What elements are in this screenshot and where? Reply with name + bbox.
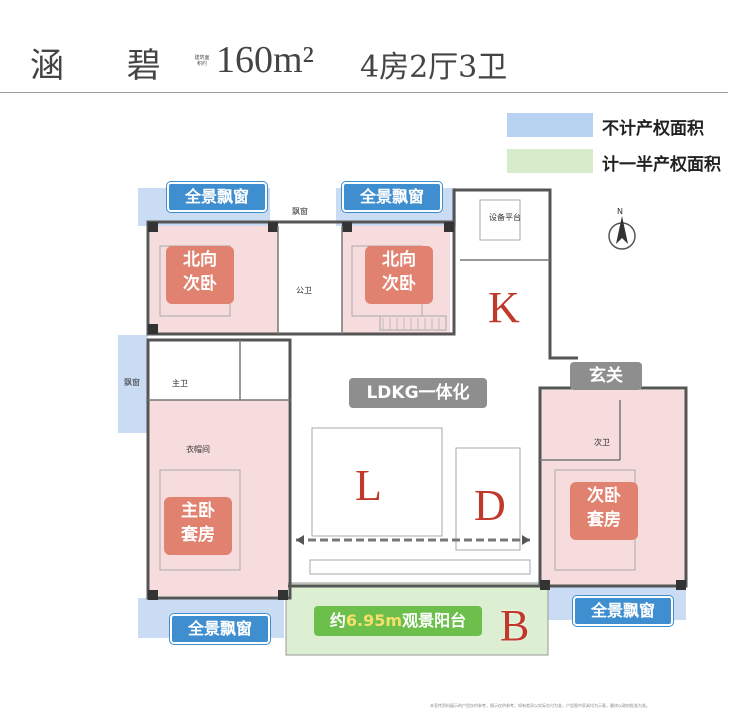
unit-name: 涵 碧 bbox=[30, 46, 187, 86]
legend-swatch-green bbox=[507, 149, 593, 173]
area-label: 建筑面积约 bbox=[194, 55, 210, 67]
label-bay-small-left: 飘窗 bbox=[124, 378, 140, 387]
letter-balcony: B bbox=[500, 601, 530, 650]
room-north-bedroom-2: 北向 次卧 bbox=[365, 246, 433, 304]
svg-text:N: N bbox=[617, 207, 623, 216]
footnote: 本宣传资料展示的户型仅供参考，图示仅供参考，如有差异以实际交付为准，户型图中家具… bbox=[430, 703, 650, 708]
tag-bay-window-bottom-left: 全景飘窗 bbox=[170, 614, 270, 644]
unit-layout: 4房2厅3卫 bbox=[360, 50, 508, 85]
letter-living: L bbox=[355, 461, 382, 510]
legend-swatch-blue bbox=[507, 113, 593, 137]
label-public-bath: 公卫 bbox=[296, 286, 312, 295]
compass-icon: N bbox=[608, 207, 636, 250]
room-master-bedroom: 主卧 套房 bbox=[164, 497, 232, 555]
west-wall-block bbox=[146, 338, 292, 600]
legend-label-green: 计一半产权面积 bbox=[602, 155, 721, 175]
balcony-suffix: 观景阳台 bbox=[402, 611, 467, 630]
kitchen-wall bbox=[452, 188, 578, 360]
tag-bay-window-top-left: 全景飘窗 bbox=[167, 182, 267, 212]
tag-bay-window-bottom-right: 全景飘窗 bbox=[573, 596, 673, 626]
unit-area: 160m² bbox=[216, 39, 314, 81]
letter-dining: D bbox=[474, 481, 506, 530]
label-master-bath: 主卫 bbox=[172, 379, 188, 388]
balcony-prefix: 约 bbox=[329, 611, 346, 630]
tag-ldkg: LDKG一体化 bbox=[349, 378, 487, 408]
label-bay-small-top: 飘窗 bbox=[292, 207, 308, 216]
room-north-bedroom-1: 北向 次卧 bbox=[166, 246, 234, 304]
north-wall-block bbox=[146, 220, 456, 336]
legend-label-blue: 不计产权面积 bbox=[602, 119, 704, 139]
room-second-bedroom-suite: 次卧 套房 bbox=[570, 482, 638, 540]
header-divider bbox=[0, 92, 728, 93]
bay-area-left bbox=[118, 335, 148, 433]
tag-balcony: 约6.95m观景阳台 bbox=[314, 606, 482, 636]
label-cloakroom: 衣帽间 bbox=[186, 445, 210, 454]
tag-bay-window-top-mid: 全景飘窗 bbox=[342, 182, 442, 212]
label-equipment-platform: 设备平台 bbox=[489, 213, 521, 222]
balcony-area-value: 6.95m bbox=[345, 611, 403, 630]
letter-kitchen: K bbox=[488, 283, 520, 332]
header: 涵 碧 建筑面积约 160m² 4房2厅3卫 bbox=[30, 38, 730, 98]
label-second-bath: 次卫 bbox=[594, 438, 610, 447]
tag-entrance: 玄关 bbox=[570, 362, 642, 390]
